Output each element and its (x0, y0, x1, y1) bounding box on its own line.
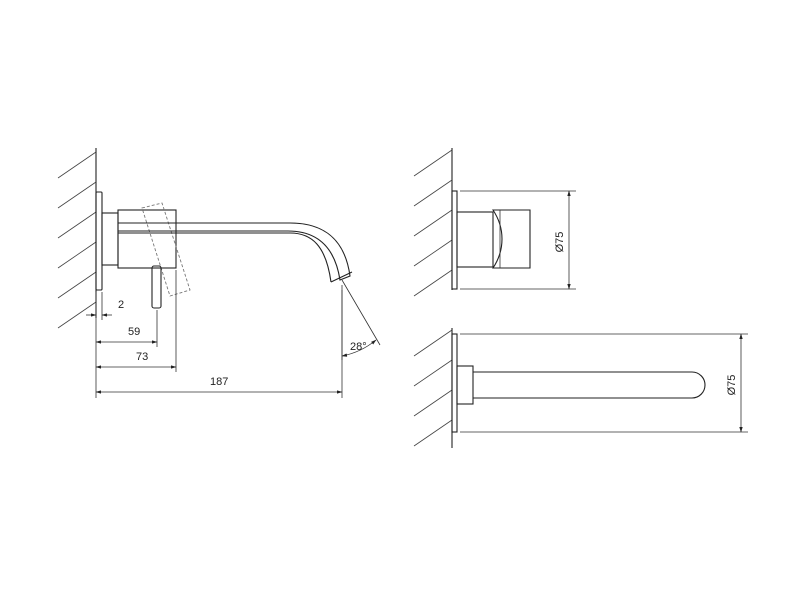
spout-plate (451, 333, 458, 433)
wall-hatching-top-right (413, 149, 453, 297)
angle-ref-slanted (341, 279, 381, 346)
spout (118, 222, 351, 281)
handle-front-view: Ø75 (413, 148, 576, 297)
side-view: 28° 2 59 73 187 (57, 148, 381, 398)
flange (101, 212, 119, 266)
handle-base (456, 211, 494, 268)
dim-handle-plate-diameter: Ø75 (554, 232, 566, 253)
dim-spout-reach: 187 (210, 376, 228, 388)
dim-plate-thickness: 2 (118, 299, 124, 311)
spout-top-view: Ø75 (413, 328, 748, 448)
angle-label: 28° (350, 341, 367, 353)
dim-body-depth: 73 (136, 351, 148, 363)
dim-handle-axis: 59 (128, 326, 140, 338)
handle-lever (151, 265, 162, 309)
wall-hatching-left (57, 151, 97, 329)
handle-plate (451, 190, 458, 290)
cover-plate (95, 191, 103, 291)
dim-spout-plate-diameter: Ø75 (726, 375, 738, 396)
angle-arc (341, 339, 377, 357)
handle-rotated-outline (141, 202, 191, 297)
spout-flange (456, 365, 474, 405)
wall-hatching-bottom-right (413, 329, 453, 447)
spout-tube (473, 371, 706, 399)
mixer-body (117, 209, 177, 269)
handle-cap (491, 209, 531, 269)
